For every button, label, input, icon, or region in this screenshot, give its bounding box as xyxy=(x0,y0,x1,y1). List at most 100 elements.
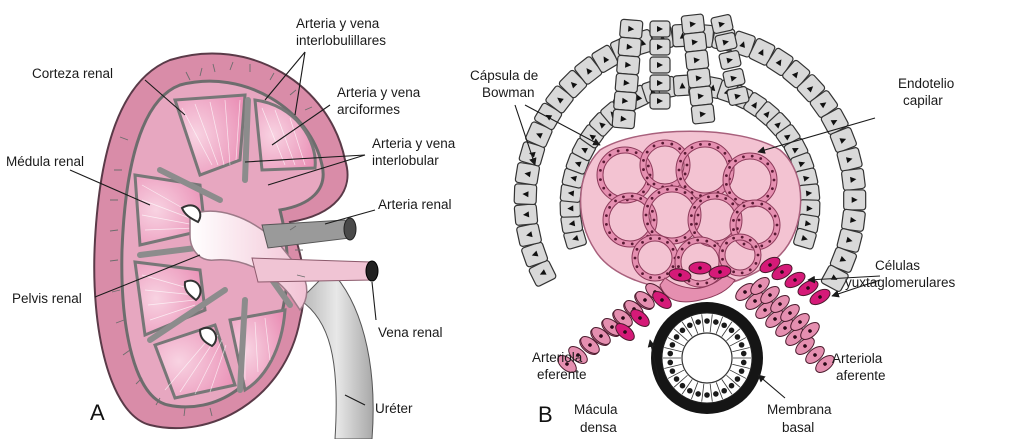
endothelial-nucleus xyxy=(639,197,642,200)
tubule-nucleus xyxy=(739,368,745,374)
tubule-cell-left-inner xyxy=(650,21,670,37)
juxtaglomerular-cell xyxy=(689,262,711,274)
endothelial-nucleus xyxy=(707,196,710,199)
endothelial-nucleus xyxy=(635,151,638,154)
endothelial-nucleus xyxy=(734,198,737,201)
endothelial-nucleus xyxy=(732,219,735,222)
endothelial-nucleus xyxy=(658,237,661,240)
ureter-tube xyxy=(300,270,373,439)
endothelial-nucleus xyxy=(725,242,728,245)
endothelial-nucleus xyxy=(760,203,763,206)
endothelial-nucleus xyxy=(599,169,602,172)
endothelial-nucleus xyxy=(672,265,675,268)
tubule-nucleus xyxy=(713,319,719,325)
endothelial-nucleus xyxy=(773,179,776,182)
tubule-cell-right xyxy=(691,104,715,124)
endothelial-nucleus xyxy=(708,143,711,146)
endothelial-nucleus xyxy=(631,242,634,245)
tubule-nucleus xyxy=(721,388,727,394)
endothelial-nucleus xyxy=(690,214,693,217)
endothelial-nucleus xyxy=(605,214,608,217)
endothelial-nucleus xyxy=(666,241,669,244)
endothelial-nucleus xyxy=(696,239,699,242)
endothelial-nucleus xyxy=(608,206,611,209)
endothelial-nucleus xyxy=(672,248,675,251)
endothelial-nucleus xyxy=(759,157,762,160)
label-interlobular-line1: Arteria y vena xyxy=(372,136,456,151)
endothelial-nucleus xyxy=(721,249,724,252)
tubule-nucleus xyxy=(687,322,693,328)
endothelial-nucleus xyxy=(631,195,634,198)
endothelial-nucleus xyxy=(736,211,739,214)
label-celulas-line1: Células xyxy=(875,258,920,273)
endothelial-nucleus xyxy=(684,185,687,188)
endothelial-nucleus xyxy=(642,190,645,193)
endothelial-nucleus xyxy=(649,276,652,279)
tubule-nucleus xyxy=(667,351,673,357)
endothelial-nucleus xyxy=(666,272,669,275)
endothelial-nucleus xyxy=(743,205,746,208)
endothelial-nucleus xyxy=(705,282,708,285)
endothelial-nucleus xyxy=(636,265,639,268)
endothelial-nucleus xyxy=(642,159,645,162)
endothelial-nucleus xyxy=(626,149,629,152)
label-arteria-renal: Arteria renal xyxy=(378,197,452,212)
tubule-nucleus xyxy=(680,383,686,389)
label-macula-line1: Mácula xyxy=(574,402,618,417)
bowman-outer-cell xyxy=(841,209,865,232)
endothelial-nucleus xyxy=(646,222,649,225)
label-arciformes-line2: arciformes xyxy=(337,102,400,117)
endothelial-nucleus xyxy=(678,169,681,172)
endothelial-nucleus xyxy=(653,183,656,186)
endothelial-nucleus xyxy=(728,166,731,169)
endothelial-nucleus xyxy=(741,236,744,239)
endothelial-nucleus xyxy=(774,215,777,218)
endothelial-nucleus xyxy=(649,237,652,240)
endothelial-nucleus xyxy=(693,206,696,209)
tubule-cell-right-inner xyxy=(719,50,742,70)
endothelial-nucleus xyxy=(691,197,694,200)
tubule-cell-left xyxy=(620,19,643,39)
endothelial-nucleus xyxy=(646,151,649,154)
endothelial-nucleus xyxy=(634,257,637,260)
tubule-nucleus xyxy=(695,319,701,325)
tubule-cell-left-inner xyxy=(650,75,670,91)
label-endotelio-line1: Endotelio xyxy=(898,76,954,91)
endothelial-nucleus xyxy=(679,177,682,180)
tubule-nucleus xyxy=(729,328,735,334)
endothelial-nucleus xyxy=(696,282,699,285)
endothelial-nucleus xyxy=(699,199,702,202)
label-membrana-line2: basal xyxy=(782,420,814,435)
endothelial-nucleus xyxy=(681,248,684,251)
label-corteza-renal: Corteza renal xyxy=(32,66,113,81)
endothelial-nucleus xyxy=(677,265,680,268)
tubule-cell-right-inner xyxy=(727,86,750,106)
tubule-nucleus xyxy=(741,351,747,357)
endothelial-nucleus xyxy=(688,242,691,245)
endothelial-nucleus xyxy=(670,143,673,146)
endothelial-nucleus xyxy=(684,152,687,155)
endothelial-nucleus xyxy=(732,228,735,231)
endothelial-nucleus xyxy=(725,183,728,186)
endothelial-nucleus xyxy=(651,230,654,233)
endothelial-nucleus xyxy=(617,150,620,153)
endothelial-nucleus xyxy=(653,145,656,148)
endothelial-nucleus xyxy=(599,178,602,181)
endothelial-nucleus xyxy=(713,244,716,247)
tubule-nucleus xyxy=(713,391,719,397)
endothelial-nucleus xyxy=(661,142,664,145)
endothelial-nucleus xyxy=(721,258,724,261)
endothelial-nucleus xyxy=(749,239,752,242)
endothelial-nucleus xyxy=(693,231,696,234)
tubule-cell-left-inner xyxy=(650,57,670,73)
endothelial-nucleus xyxy=(614,199,617,202)
endothelial-nucleus xyxy=(717,146,720,149)
endothelial-nucleus xyxy=(646,177,649,180)
endothelial-nucleus xyxy=(725,174,728,177)
label-aferente-line1: Arteriola xyxy=(832,351,883,366)
tubule-nucleus xyxy=(735,376,741,382)
endothelial-nucleus xyxy=(675,188,678,191)
endothelial-nucleus xyxy=(684,191,687,194)
tubule-cell-right-inner xyxy=(715,32,738,52)
tubule-cell-right xyxy=(689,86,713,106)
